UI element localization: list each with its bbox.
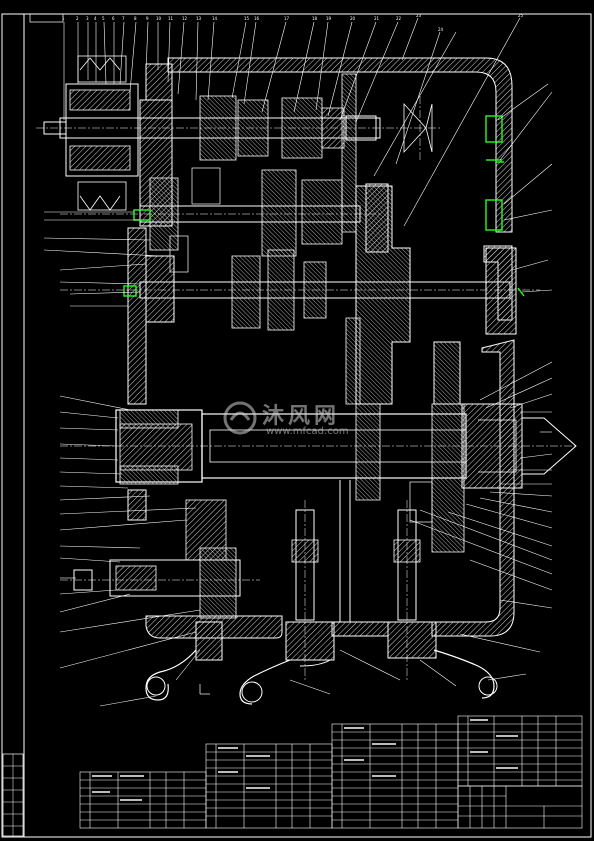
svg-text:22: 22 — [396, 16, 402, 21]
gear-right — [433, 341, 461, 405]
svg-text:4: 4 — [94, 16, 97, 21]
svg-text:23: 23 — [416, 13, 422, 18]
svg-text:12: 12 — [182, 16, 188, 21]
leader-lines — [43, 17, 553, 707]
svg-text:24: 24 — [438, 27, 444, 32]
input-shaft — [36, 55, 440, 211]
svg-text:17: 17 — [284, 16, 290, 21]
svg-text:3: 3 — [86, 16, 89, 21]
svg-text:6: 6 — [112, 16, 115, 21]
spindle — [60, 403, 577, 553]
watermark: 沐风网 www.mfcad.com — [222, 398, 392, 444]
watermark-text: 沐风网 — [262, 404, 341, 429]
svg-text:16: 16 — [254, 16, 260, 21]
shaft-three — [60, 235, 540, 335]
svg-text:19: 19 — [326, 16, 332, 21]
large-gear — [355, 185, 411, 405]
table-text-marks — [92, 719, 518, 801]
lower-mechanism — [60, 499, 498, 705]
svg-text:10: 10 — [156, 16, 162, 21]
svg-text:1: 1 — [62, 16, 65, 21]
svg-text:8: 8 — [134, 16, 137, 21]
watermark-logo-icon — [223, 401, 257, 435]
center-lines — [304, 96, 421, 680]
title-block-title — [463, 793, 581, 807]
svg-text:25: 25 — [518, 13, 524, 18]
side-strip-lines — [3, 754, 23, 836]
parts-list-tables — [79, 715, 583, 829]
svg-text:14: 14 — [212, 16, 218, 21]
green-markers — [123, 115, 525, 297]
inner-frame — [23, 13, 592, 838]
svg-text:18: 18 — [312, 16, 318, 21]
svg-text:11: 11 — [168, 16, 174, 21]
svg-text:9: 9 — [146, 16, 149, 21]
svg-text:5: 5 — [102, 16, 105, 21]
watermark-url: www.mfcad.com — [266, 426, 349, 437]
svg-text:21: 21 — [374, 16, 380, 21]
drawing-number-box — [29, 13, 64, 23]
svg-text:2: 2 — [76, 16, 79, 21]
svg-text:7: 7 — [122, 16, 125, 21]
svg-text:13: 13 — [196, 16, 202, 21]
svg-text:15: 15 — [244, 16, 250, 21]
svg-text:20: 20 — [350, 16, 356, 21]
